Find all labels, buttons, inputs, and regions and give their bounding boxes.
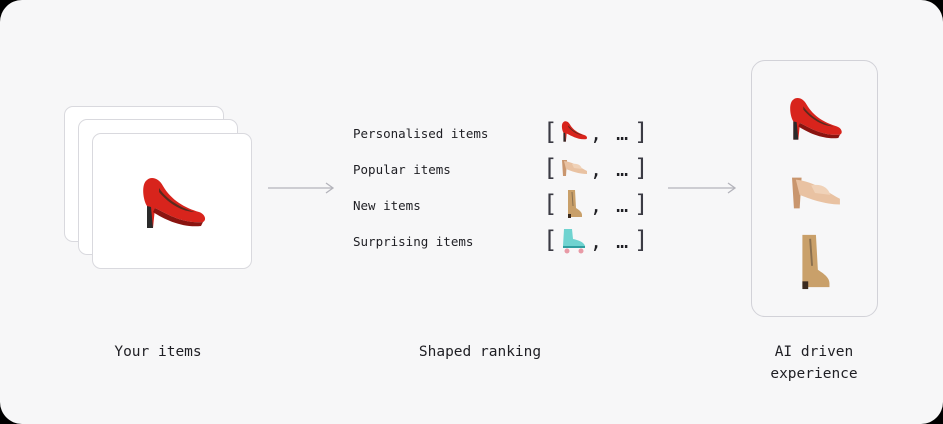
roller-skate-icon <box>563 229 585 254</box>
close-bracket: ] <box>634 190 649 218</box>
ellipsis: , … <box>590 121 630 145</box>
ranking-label-personalised: Personalised items <box>353 126 489 141</box>
close-bracket: ] <box>634 226 649 254</box>
your-items-label: Your items <box>114 344 202 360</box>
sandal-icon <box>562 160 587 176</box>
open-bracket: [ <box>543 226 558 254</box>
ai-driven-label-line2: experience <box>770 366 858 382</box>
ranking-label-popular: Popular items <box>353 162 451 177</box>
ai-driven-experience-label: AI driven experience <box>734 341 894 385</box>
ai-driven-label-line1: AI driven <box>774 344 854 360</box>
high-heel-icon <box>561 121 588 142</box>
open-bracket: [ <box>543 190 558 218</box>
ranking-label-new: New items <box>353 198 421 213</box>
experience-panel <box>751 60 878 317</box>
item-card-front <box>92 133 252 269</box>
ellipsis: , … <box>590 157 630 181</box>
ranking-label-surprising: Surprising items <box>353 234 474 249</box>
open-bracket: [ <box>543 154 558 182</box>
boot-icon <box>802 234 830 290</box>
ellipsis: , … <box>590 229 630 253</box>
arrow-to-ranking <box>268 182 335 194</box>
boot-icon <box>568 190 582 218</box>
ellipsis: , … <box>590 193 630 217</box>
open-bracket: [ <box>543 118 558 146</box>
close-bracket: ] <box>634 154 649 182</box>
shaped-ranking-label: Shaped ranking <box>418 344 542 360</box>
sandal-icon <box>792 177 840 209</box>
close-bracket: ] <box>634 118 649 146</box>
high-heel-icon <box>790 98 842 140</box>
high-heel-icon <box>143 178 206 228</box>
arrow-to-experience <box>668 182 737 194</box>
